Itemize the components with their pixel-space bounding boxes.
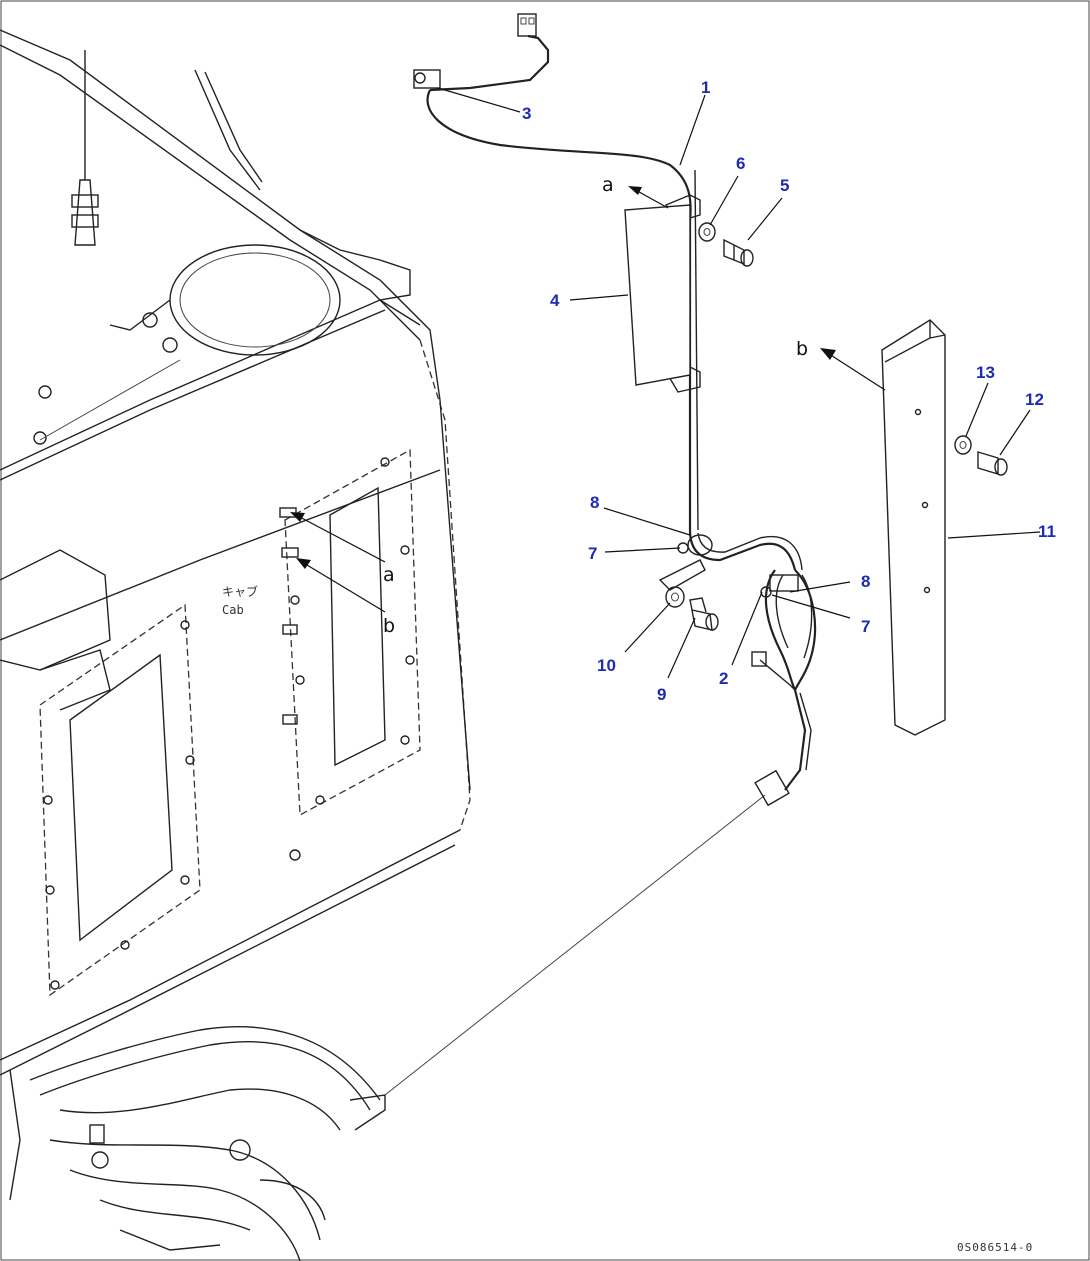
callout-8-upper: 8 <box>590 493 599 512</box>
cover-11 <box>881 319 946 736</box>
callout-4: 4 <box>550 291 560 310</box>
view-letter-b-top: b <box>796 338 808 360</box>
wiring-harness-1 <box>413 13 803 571</box>
view-letter-a-top: a <box>602 174 614 196</box>
arrow-a-top <box>628 186 669 209</box>
washer-13 <box>954 435 972 455</box>
arrow-b-cab <box>296 558 386 613</box>
cover-plate-4 <box>624 204 691 386</box>
harness-route-line <box>384 794 766 1096</box>
washer-10 <box>665 586 685 608</box>
callout-6: 6 <box>736 154 745 173</box>
cab-body <box>0 29 471 1076</box>
cab-label-jp: キャブ <box>222 584 258 599</box>
callout-5: 5 <box>780 176 789 195</box>
leader-lines <box>437 87 1041 679</box>
callout-7-upper: 7 <box>588 544 597 563</box>
callout-8-lower: 8 <box>861 572 870 591</box>
callout-3: 3 <box>522 104 531 123</box>
callout-11: 11 <box>1038 522 1056 541</box>
bolt-9 <box>689 597 719 631</box>
view-letter-b-cab: b <box>383 615 395 637</box>
cab-label-en: Cab <box>222 603 244 617</box>
view-letter-a-cab: a <box>383 564 395 586</box>
callout-7-lower: 7 <box>861 617 870 636</box>
bolt-5 <box>723 238 754 267</box>
callout-10: 10 <box>597 656 616 675</box>
arrow-a-cab <box>290 512 386 563</box>
arrow-b-top <box>820 348 886 391</box>
callout-1: 1 <box>701 78 710 97</box>
callout-13: 13 <box>976 363 995 382</box>
bolt-12 <box>977 451 1008 476</box>
washer-6 <box>698 222 716 242</box>
junction-bracket <box>658 559 706 591</box>
clip-7-lower <box>760 586 772 598</box>
callout-2: 2 <box>719 669 728 688</box>
drawing-code: 0S086514-0 <box>957 1241 1033 1254</box>
callout-9: 9 <box>657 685 666 704</box>
lower-harness <box>9 1026 386 1261</box>
callout-12: 12 <box>1025 390 1044 409</box>
